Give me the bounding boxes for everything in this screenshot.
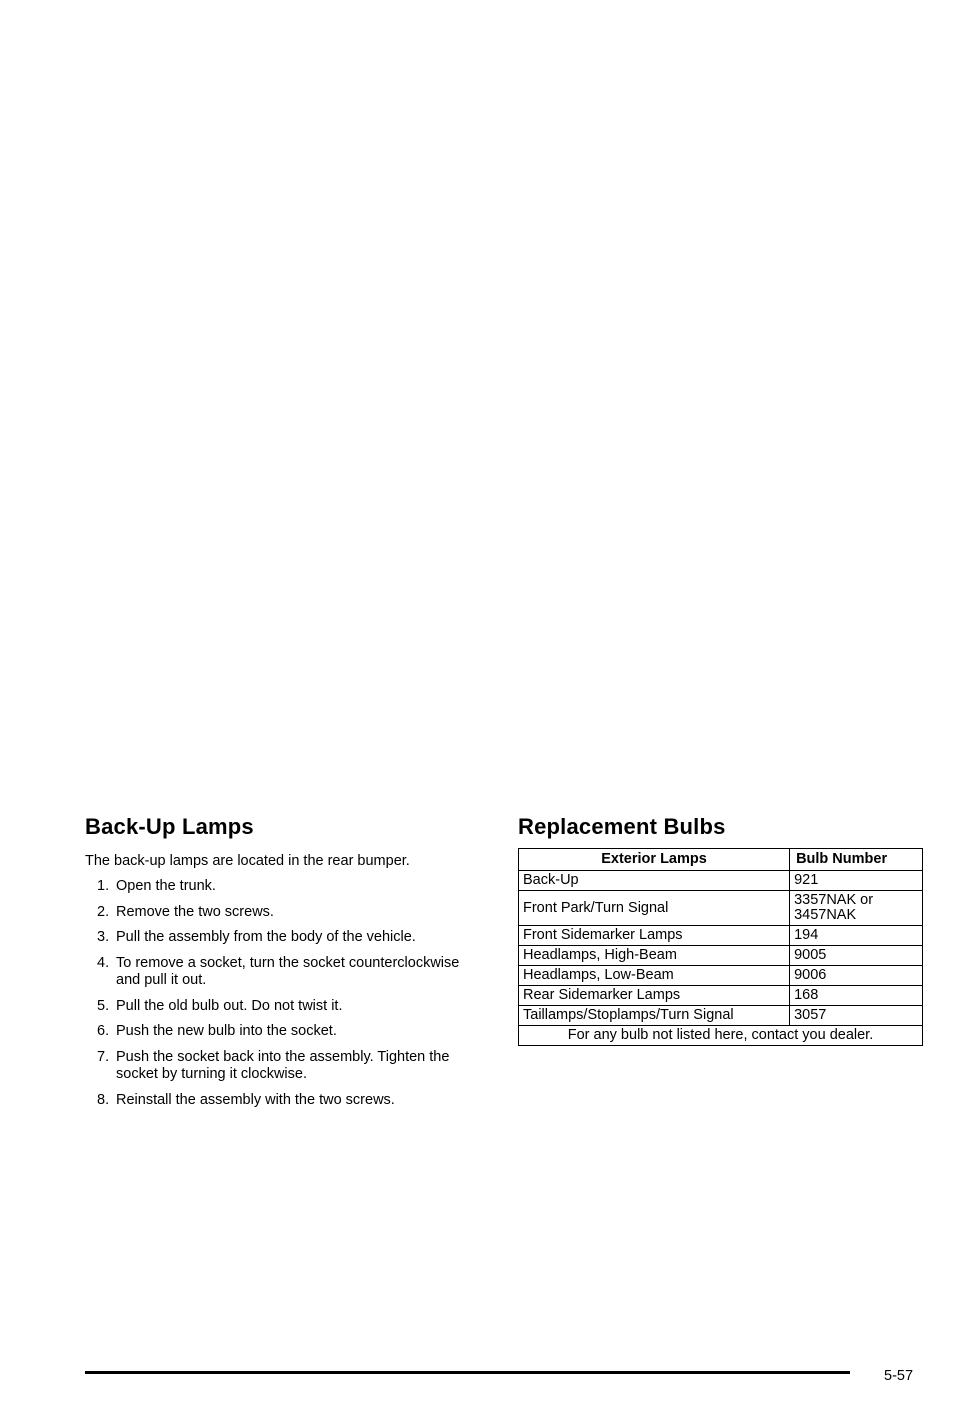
step-number: 2. bbox=[97, 903, 110, 920]
page-number: 5-57 bbox=[884, 1368, 914, 1384]
bulb-cell: 168 bbox=[789, 985, 923, 1006]
table-footer-row: For any bulb not listed here, contact yo… bbox=[518, 1025, 923, 1046]
step-number: 5. bbox=[97, 997, 110, 1014]
step-text: Remove the two screws. bbox=[116, 903, 274, 920]
step-number: 7. bbox=[97, 1048, 110, 1065]
back-up-lamps-intro: The back-up lamps are located in the rea… bbox=[85, 853, 410, 869]
step-number: 1. bbox=[97, 878, 110, 894]
step-text: Pull the assembly from the body of the v… bbox=[116, 929, 416, 945]
table-footer-note: For any bulb not listed here, contact yo… bbox=[518, 1025, 923, 1046]
column-header-exterior-lamps: Exterior Lamps bbox=[517, 848, 791, 871]
footer-rule bbox=[85, 1371, 850, 1374]
step-text: Reinstall the assembly with the two scre… bbox=[116, 1091, 395, 1108]
table-row: Headlamps, Low-Beam 9006 bbox=[517, 965, 923, 986]
lamp-cell: Taillamps/Stoplamps/Turn Signal bbox=[517, 1005, 791, 1026]
step-text: Open the trunk. bbox=[116, 878, 216, 894]
bulb-cell: 194 bbox=[789, 925, 923, 946]
step-text: Push the new bulb into the socket. bbox=[116, 1023, 337, 1039]
step-item: 8. Reinstall the assembly with the two sc… bbox=[85, 1092, 480, 1110]
lamp-cell: Headlamps, Low-Beam bbox=[517, 965, 791, 986]
step-item: 4. To remove a socket, turn the socket co… bbox=[85, 955, 480, 990]
step-number: 4. bbox=[97, 954, 110, 971]
replacement-bulbs-section: Replacement Bulbs Exterior Lamps Bulb Nu… bbox=[517, 812, 923, 1046]
table-row: Front Park/Turn Signal 3357NAK or 3457NA… bbox=[517, 890, 923, 926]
replacement-bulbs-heading: Replacement Bulbs bbox=[518, 814, 726, 839]
table-header-row: Exterior Lamps Bulb Number bbox=[517, 848, 923, 871]
lamp-cell: Front Park/Turn Signal bbox=[517, 890, 791, 926]
bulb-cell: 9006 bbox=[789, 965, 923, 986]
step-text: Pull the old bulb out. Do not twist it. bbox=[116, 997, 343, 1014]
step-item: 2. Remove the two screws. bbox=[85, 904, 480, 922]
replacement-bulbs-table: Exterior Lamps Bulb Number Back-Up 921 F… bbox=[517, 848, 923, 1046]
step-number: 6. bbox=[97, 1023, 110, 1039]
table-row: Taillamps/Stoplamps/Turn Signal 3057 bbox=[517, 1005, 923, 1026]
table-row: Rear Sidemarker Lamps 168 bbox=[517, 985, 923, 1006]
step-item: 1. Open the trunk. bbox=[85, 878, 480, 896]
bulb-cell: 9005 bbox=[789, 945, 923, 966]
step-text: To remove a socket, turn the socket coun… bbox=[116, 954, 460, 989]
bulb-cell: 3057 bbox=[789, 1005, 923, 1026]
table-row: Headlamps, High-Beam 9005 bbox=[517, 945, 923, 966]
table-row: Back-Up 921 bbox=[517, 870, 923, 891]
bulb-cell: 921 bbox=[789, 870, 923, 891]
back-up-lamps-steps: 1. Open the trunk. 2. Remove the two screw… bbox=[85, 878, 480, 1109]
step-text: Push the socket back into the assembly. … bbox=[116, 1048, 450, 1083]
table-row: Front Sidemarker Lamps 194 bbox=[517, 925, 923, 946]
back-up-lamps-section: Back-Up Lamps The back-up lamps are loca… bbox=[85, 812, 480, 1117]
back-up-lamps-heading: Back-Up Lamps bbox=[85, 814, 254, 839]
step-item: 6. Push the new bulb into the socket. bbox=[85, 1023, 480, 1041]
lamp-cell: Front Sidemarker Lamps bbox=[517, 925, 791, 946]
column-header-bulb-number: Bulb Number bbox=[789, 848, 923, 871]
step-number: 3. bbox=[97, 929, 110, 945]
lamp-cell: Headlamps, High-Beam bbox=[517, 945, 791, 966]
lamp-cell: Rear Sidemarker Lamps bbox=[517, 985, 791, 1006]
step-item: 5. Pull the old bulb out. Do not twist it… bbox=[85, 998, 480, 1016]
step-item: 7. Push the socket back into the assembly… bbox=[85, 1049, 480, 1084]
step-number: 8. bbox=[97, 1091, 110, 1108]
lamp-cell: Back-Up bbox=[517, 870, 791, 891]
step-item: 3. Pull the assembly from the body of the… bbox=[85, 929, 480, 947]
bulb-cell: 3357NAK or 3457NAK bbox=[789, 890, 923, 926]
